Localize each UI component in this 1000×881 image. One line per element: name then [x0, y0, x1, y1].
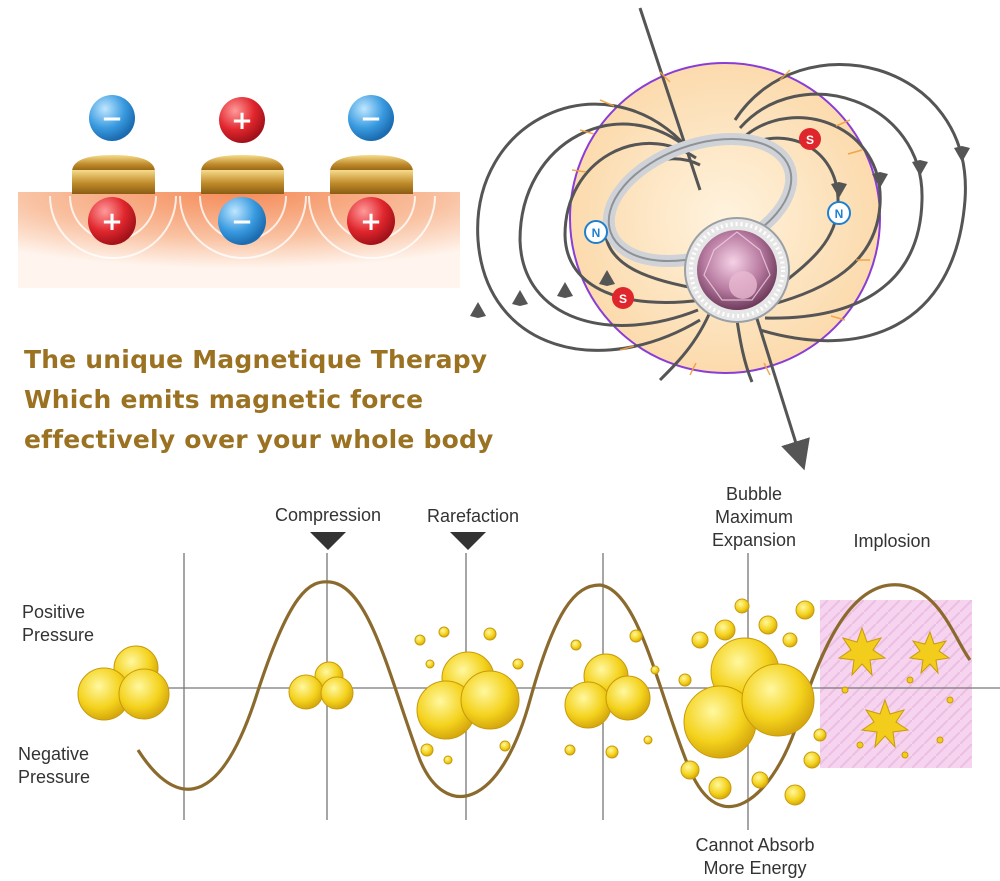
svg-text:N: N: [592, 226, 601, 240]
positive-pressure-line-1: Positive: [22, 602, 86, 622]
svg-text:−: −: [101, 104, 123, 134]
svg-text:N: N: [835, 207, 844, 221]
compression-label: Compression: [274, 505, 382, 525]
negative-pressure-line-2: Pressure: [18, 767, 91, 787]
south-pole-icon: S: [612, 287, 634, 309]
bubble-cluster: [77, 645, 170, 721]
bubble-cluster: [678, 598, 827, 806]
headline-line-1: The unique Magnetique Therapy: [24, 345, 488, 374]
pressure-wave-line: [136, 580, 972, 808]
cannot-absorb-label: Cannot Absorb More Energy: [672, 834, 838, 880]
bubble-max-line-1: Bubble: [725, 484, 783, 504]
north-pole-icon: N: [827, 201, 851, 225]
positive-pressure-line-2: Pressure: [22, 625, 95, 645]
cannot-absorb-line-2: More Energy: [703, 858, 807, 878]
gold-magnet: [330, 155, 413, 194]
headline: The unique Magnetique Therapy Which emit…: [24, 340, 504, 460]
bubble-max-expansion-label: Bubble Maximum Expansion: [692, 483, 816, 552]
positive-charge-icon: +: [219, 97, 265, 143]
bubble-cluster: [564, 629, 660, 759]
rarefaction-label: Rarefaction: [426, 506, 520, 526]
gold-magnet: [72, 155, 155, 194]
negative-pressure-line-1: Negative: [18, 744, 90, 764]
svg-text:S: S: [806, 133, 814, 147]
implosion-zone: [820, 600, 972, 768]
svg-text:S: S: [619, 292, 627, 306]
positive-charge-icon: +: [88, 197, 136, 245]
field-arrow-icons: [470, 146, 970, 318]
bubble-max-line-2: Maximum: [714, 507, 793, 527]
svg-text:−: −: [360, 104, 382, 134]
north-pole-icon: N: [584, 220, 608, 244]
positive-pressure-label: Positive Pressure: [22, 601, 94, 647]
implosion-burst-icon: [837, 626, 954, 759]
gold-magnet: [201, 155, 284, 194]
svg-text:−: −: [231, 207, 253, 237]
cannot-absorb-line-1: Cannot Absorb: [695, 835, 815, 855]
skin-magnet-panel: − + − + − +: [18, 95, 460, 288]
wave-grid: [120, 553, 1000, 830]
svg-text:+: +: [231, 106, 253, 136]
svg-text:+: +: [360, 207, 382, 237]
pressure-wave-diagram: [77, 532, 1000, 830]
negative-charge-icon: −: [89, 95, 135, 141]
south-pole-icon: S: [799, 128, 821, 150]
bubble-cluster: [414, 626, 524, 765]
compression-marker-icon: [310, 532, 346, 550]
ring-image: [602, 132, 798, 323]
negative-pressure-label: Negative Pressure: [18, 743, 90, 789]
implosion-label: Implosion: [853, 531, 931, 551]
negative-charge-icon: −: [348, 95, 394, 141]
headline-line-2: Which emits magnetic force: [24, 385, 424, 414]
svg-text:+: +: [101, 207, 123, 237]
magnetic-field-diagram: N N S S: [470, 7, 970, 471]
negative-charge-icon: −: [218, 197, 266, 245]
headline-line-3: effectively over your whole body: [24, 425, 494, 454]
rarefaction-marker-icon: [450, 532, 486, 550]
bubble-max-line-3: Expansion: [711, 530, 797, 550]
positive-charge-icon: +: [347, 197, 395, 245]
bubble-cluster: [288, 661, 354, 710]
